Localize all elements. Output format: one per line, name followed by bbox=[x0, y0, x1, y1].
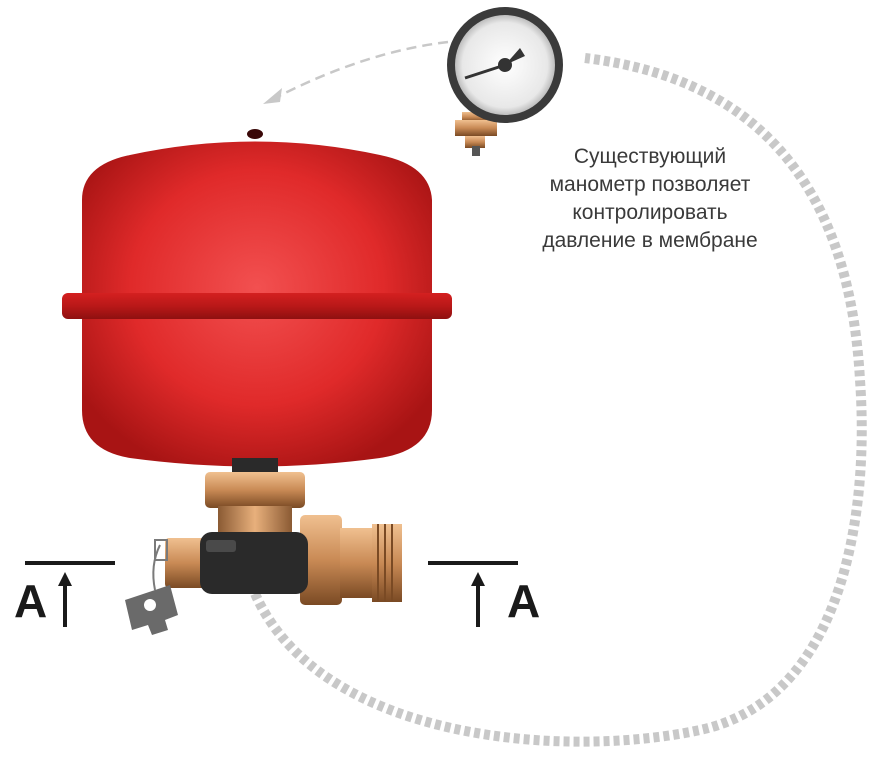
caption-line: манометр позволяет bbox=[549, 173, 751, 196]
gauge-caption: Существующий манометр позволяет контроли… bbox=[500, 143, 800, 255]
caption-line: давление в мембране bbox=[542, 229, 758, 252]
tank-band bbox=[62, 293, 452, 319]
section-mark-right bbox=[428, 561, 518, 627]
pressure-gauge bbox=[447, 7, 563, 156]
caption-line: контролировать bbox=[572, 201, 728, 224]
brass-fitting bbox=[165, 472, 402, 605]
section-letter-left: A bbox=[14, 575, 48, 627]
tank-top-valve bbox=[247, 129, 263, 139]
caption-line: Существующий bbox=[573, 145, 727, 168]
dashed-arrow-line bbox=[274, 40, 449, 100]
expansion-tank bbox=[62, 129, 452, 472]
section-letter-right: A bbox=[507, 575, 541, 627]
threaded-end bbox=[372, 524, 402, 602]
section-mark-left bbox=[25, 561, 115, 627]
dashed-arrow-head bbox=[263, 88, 282, 104]
valve-key-icon bbox=[125, 539, 178, 635]
